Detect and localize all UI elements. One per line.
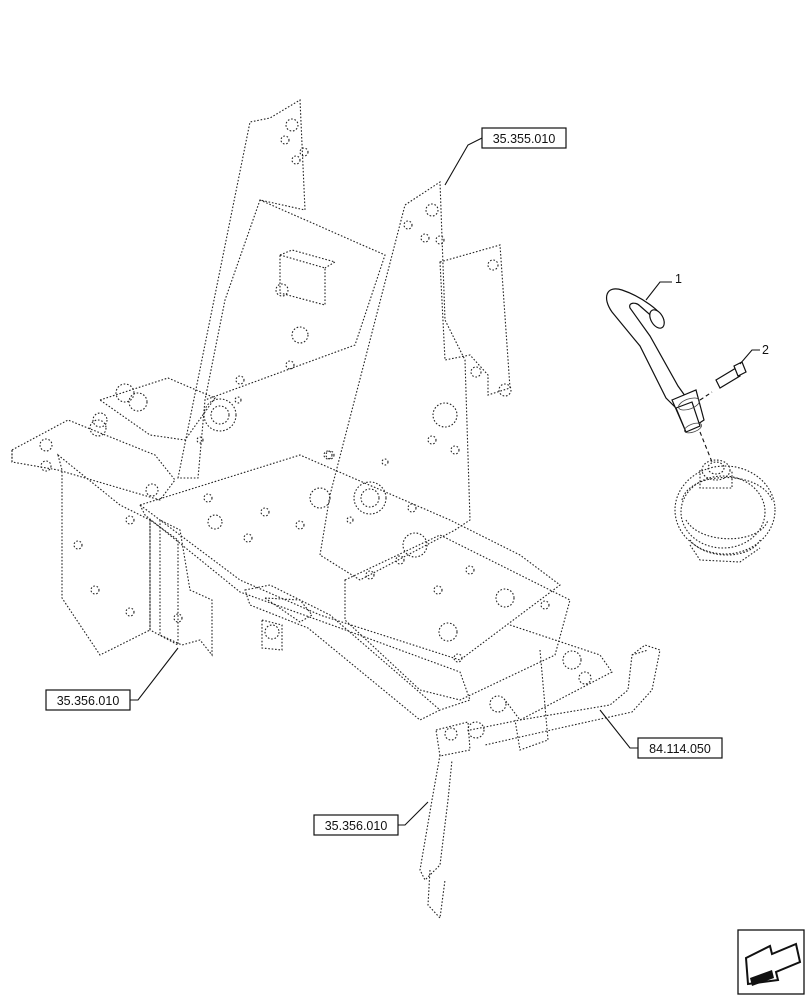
- callout-1: 1: [645, 272, 682, 301]
- view-orientation-arrow-icon[interactable]: [737, 929, 805, 995]
- chassis-frame: [11, 99, 661, 920]
- reference-35-355-010[interactable]: 35.355.010: [444, 127, 567, 186]
- callout-label: 2: [762, 343, 769, 357]
- reference-label: 35.355.010: [493, 132, 556, 146]
- gear-lever-boot: [674, 431, 776, 563]
- reference-label: 35.356.010: [325, 819, 388, 833]
- set-screw: [699, 361, 747, 401]
- reference-35-356-010-left[interactable]: 35.356.010: [45, 647, 179, 711]
- callout-label: 1: [675, 272, 682, 286]
- reference-35-356-010-bottom[interactable]: 35.356.010: [313, 801, 429, 836]
- shift-lever-rod: [605, 288, 705, 434]
- reference-label: 84.114.050: [649, 742, 711, 756]
- reference-label: 35.356.010: [57, 694, 120, 708]
- reference-84-114-050[interactable]: 84.114.050: [599, 709, 723, 759]
- callout-2: 2: [739, 343, 769, 365]
